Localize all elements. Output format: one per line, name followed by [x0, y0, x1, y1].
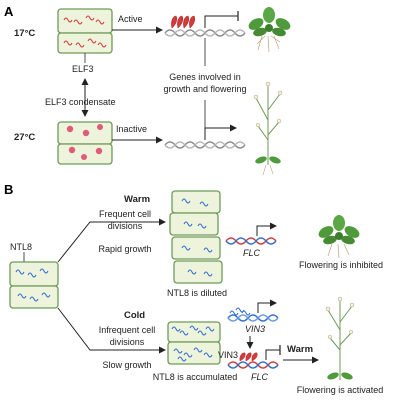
dna-bottom-a	[164, 141, 246, 149]
flowering-inhibited-label: Flowering is inhibited	[299, 260, 383, 270]
panel-b-label: B	[4, 182, 13, 197]
elf3-protein-strands	[63, 15, 105, 25]
diluted-label: NTL8 is diluted	[167, 288, 227, 298]
inactive-label: Inactive	[116, 124, 147, 134]
condensate-droplet	[82, 129, 90, 137]
elf3-bound-protein	[171, 15, 196, 29]
warm-bottom-label: Warm	[287, 344, 313, 355]
dna-top-a	[164, 15, 246, 37]
condensate-droplet	[81, 154, 87, 160]
frequent-line2: divisions	[108, 221, 143, 231]
elf3-label: ELF3	[72, 64, 94, 74]
vin3-activation-arrow	[257, 299, 277, 313]
cell	[57, 32, 113, 54]
rapid-growth-label: Rapid growth	[98, 244, 151, 254]
cell	[57, 143, 113, 165]
flc-top-label: FLC	[243, 248, 261, 258]
ntl8-bound-protein	[229, 307, 251, 316]
warm-branch-arrow	[57, 218, 166, 263]
rosette-plant-icon	[248, 7, 291, 53]
cell	[57, 8, 113, 34]
cold-branch-arrow	[57, 307, 166, 354]
panel-a-label: A	[4, 4, 14, 19]
condensate-droplet	[66, 125, 74, 133]
activation-arrow	[204, 124, 237, 140]
infrequent-line2: divisions	[110, 337, 145, 347]
cell-stack-27c	[57, 121, 113, 165]
flc-dna-bottom	[227, 352, 279, 369]
tall-flowering-plant-icon	[253, 81, 283, 176]
condensate-droplet	[68, 146, 76, 154]
slow-growth-label: Slow growth	[102, 360, 151, 370]
rosette-plant-b-icon	[318, 215, 360, 259]
condensate-droplet	[97, 124, 103, 130]
vin3-gene-label: VIN3	[245, 324, 265, 334]
vin3-dna	[227, 307, 279, 322]
elf3-protein-strands	[63, 38, 107, 48]
flc-activation-arrow	[256, 222, 277, 236]
cold-label: Cold	[124, 310, 145, 321]
infrequent-line1: Infrequent cell	[99, 325, 156, 335]
cell-stack-17c	[57, 8, 113, 54]
cell-stack-accumulated	[167, 321, 221, 365]
temp-17-label: 17°C	[14, 28, 35, 39]
flc-dna-top	[225, 237, 277, 245]
flc-repression-line	[265, 349, 280, 360]
vin3-protein-label: VIN3	[218, 350, 238, 360]
genes-label-line1: Genes involved in	[169, 72, 241, 82]
flowering-activated-label: Flowering is activated	[297, 385, 384, 395]
repression-line	[204, 15, 238, 28]
flowering-plant-b-icon	[325, 296, 355, 380]
panel-a: A 17°C 27°C ELF3 ELF3 condensate Acti	[4, 4, 291, 176]
cell-stack-diluted	[169, 190, 223, 284]
ntl8-label: NTL8	[10, 242, 32, 252]
condensate-droplet	[95, 147, 103, 155]
panel-b: B NTL8 Warm Frequent cell divisions Rapi…	[4, 182, 383, 395]
cell-stack-origin	[9, 261, 59, 309]
flc-bottom-label: FLC	[251, 372, 269, 382]
condensate-label: ELF3 condensate	[45, 97, 116, 107]
frequent-line1: Frequent cell	[99, 209, 151, 219]
warm-label: Warm	[124, 194, 150, 205]
accumulated-label: NTL8 is accumulated	[153, 372, 238, 382]
temp-27-label: 27°C	[14, 132, 35, 143]
vin3-bound-protein	[239, 352, 258, 362]
genes-label-line2: growth and flowering	[163, 84, 246, 94]
active-label: Active	[118, 14, 143, 24]
